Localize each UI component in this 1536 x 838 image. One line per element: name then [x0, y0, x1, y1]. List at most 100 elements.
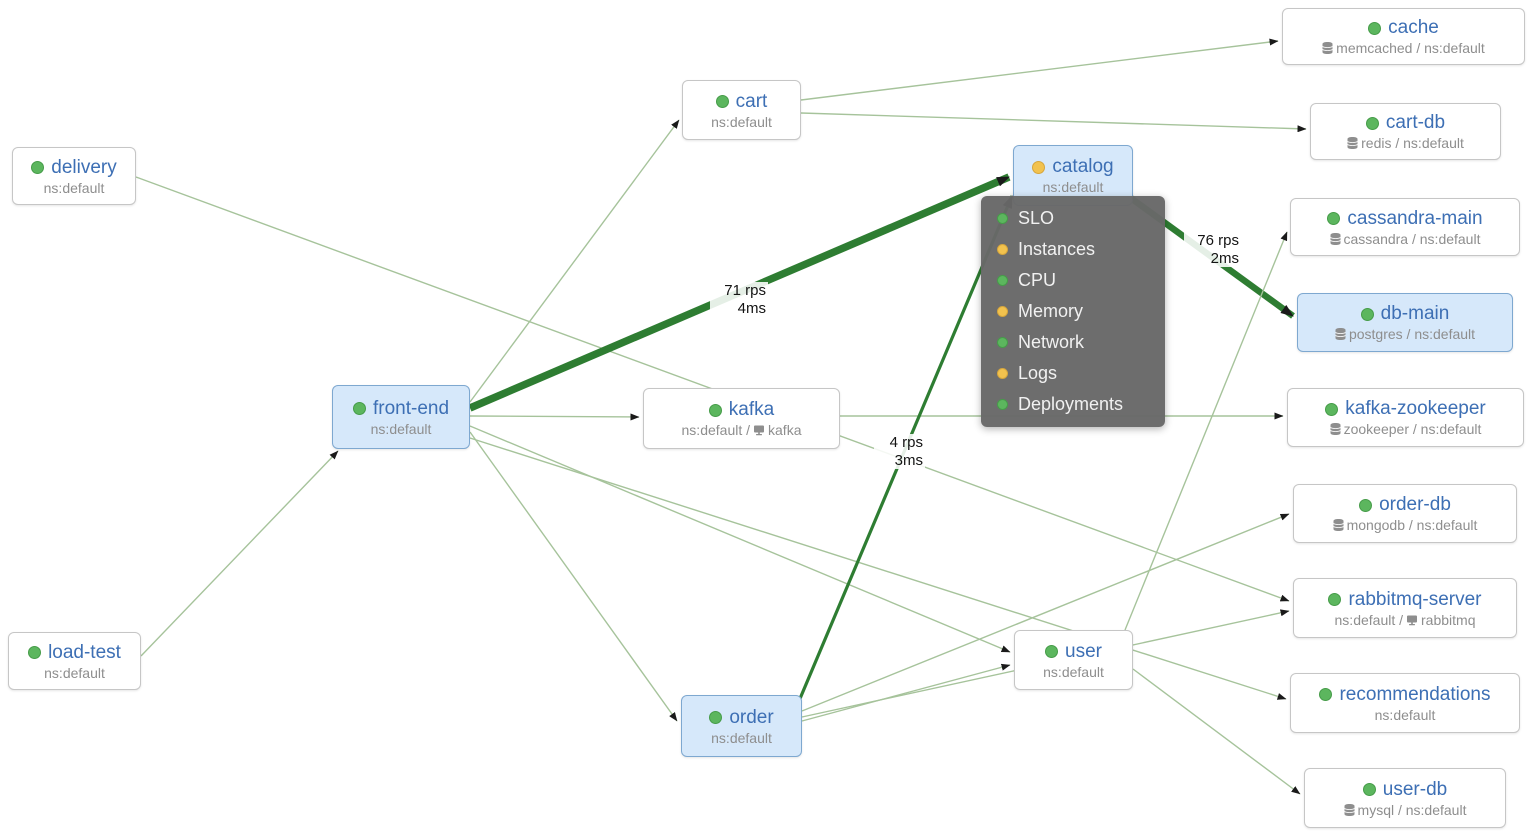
node-db-main[interactable]: db-main postgres / ns:default — [1297, 293, 1513, 352]
node-kafka[interactable]: kafka ns:default /kafka — [643, 388, 840, 449]
status-ok-icon — [1325, 402, 1339, 416]
database-icon — [1347, 137, 1358, 149]
node-title: order — [729, 706, 774, 728]
status-ok-icon — [715, 95, 729, 108]
status-ok-icon — [709, 711, 723, 724]
node-title: catalog — [1052, 156, 1114, 177]
node-cassandra-main[interactable]: cassandra-main cassandra / ns:default — [1290, 198, 1520, 256]
menu-item-logs[interactable]: Logs — [981, 358, 1165, 389]
server-icon — [753, 424, 765, 436]
database-icon — [1329, 232, 1341, 245]
node-title: user — [1065, 640, 1102, 662]
status-warning-icon — [997, 244, 1008, 255]
node-context-menu: SLO Instances CPU Memory Network Logs De… — [981, 196, 1165, 427]
edge-cart-cache[interactable] — [800, 38, 1279, 101]
node-title: cache — [1388, 17, 1439, 38]
edge-rps: 71 rps — [724, 282, 766, 299]
node-title: kafka-zookeeper — [1345, 398, 1486, 419]
server-icon — [1406, 614, 1418, 626]
status-ok-icon — [997, 213, 1008, 224]
status-ok-icon — [1365, 116, 1379, 130]
status-ok-icon — [1359, 498, 1373, 512]
node-order-db[interactable]: order-db mongodb / ns:default — [1293, 484, 1517, 543]
node-subtitle: ns:default — [43, 179, 105, 196]
database-icon — [1322, 42, 1333, 54]
status-ok-icon — [1327, 212, 1341, 225]
node-title: cart-db — [1385, 112, 1446, 133]
status-ok-icon — [1045, 645, 1059, 658]
database-icon — [1329, 423, 1341, 435]
node-cart-db[interactable]: cart-db redis / ns:default — [1310, 103, 1501, 160]
node-cache[interactable]: cache memcached / ns:default — [1282, 8, 1525, 65]
status-ok-icon — [1328, 593, 1342, 606]
node-load-test[interactable]: load-test ns:default — [8, 632, 141, 690]
menu-item-deployments[interactable]: Deployments — [981, 389, 1165, 420]
node-title: order-db — [1379, 494, 1451, 515]
node-subtitle: ns:default /rabbitmq — [1334, 611, 1476, 628]
edge-front-end-kafka[interactable] — [469, 413, 640, 421]
node-title: cart — [735, 90, 768, 112]
status-warning-icon — [1032, 160, 1046, 174]
database-icon — [1332, 519, 1344, 531]
node-user-db[interactable]: user-db mysql / ns:default — [1304, 768, 1506, 828]
node-order[interactable]: order ns:default — [681, 695, 802, 757]
edge-order-order-db[interactable] — [801, 513, 1290, 712]
edge-label-catalog-db-main: 76 rps 2ms — [1184, 232, 1241, 268]
node-front-end[interactable]: front-end ns:default — [332, 385, 470, 449]
edge-front-end-user[interactable] — [469, 425, 1011, 653]
status-ok-icon — [1360, 307, 1374, 321]
node-title: rabbitmq-server — [1348, 588, 1482, 610]
edge-latency: 3ms — [894, 451, 923, 469]
node-user[interactable]: user ns:default — [1014, 630, 1133, 690]
node-title: kafka — [728, 399, 775, 420]
status-ok-icon — [708, 403, 722, 417]
edge-order-user[interactable] — [801, 663, 1011, 722]
node-delivery[interactable]: delivery ns:default — [12, 147, 136, 205]
node-subtitle: ns:default — [1043, 663, 1104, 680]
database-icon — [1343, 803, 1355, 816]
database-icon — [1335, 328, 1346, 340]
edge-rps: 4 rps — [889, 434, 923, 451]
node-recommendations[interactable]: recommendations ns:default — [1290, 673, 1520, 733]
node-title: delivery — [51, 156, 117, 178]
node-subtitle: ns:default — [370, 420, 432, 437]
edge-front-end-recommendations[interactable] — [469, 437, 1287, 700]
node-subtitle: ns:default — [711, 729, 772, 746]
node-cart[interactable]: cart ns:default — [682, 80, 801, 140]
node-title: cassandra-main — [1347, 207, 1483, 229]
node-rabbitmq-server[interactable]: rabbitmq-server ns:default /rabbitmq — [1293, 578, 1517, 638]
status-ok-icon — [997, 399, 1008, 410]
menu-item-network[interactable]: Network — [981, 327, 1165, 358]
node-title: user-db — [1382, 778, 1448, 800]
edge-user-user-db[interactable] — [1132, 668, 1301, 795]
node-subtitle: ns:default — [1042, 179, 1104, 195]
status-ok-icon — [1319, 688, 1333, 701]
node-title: recommendations — [1339, 683, 1491, 705]
node-subtitle: zookeeper / ns:default — [1329, 421, 1481, 437]
node-title: db-main — [1380, 303, 1450, 324]
node-subtitle: mongodb / ns:default — [1332, 517, 1477, 533]
node-subtitle: redis / ns:default — [1347, 135, 1464, 151]
menu-item-memory[interactable]: Memory — [981, 296, 1165, 327]
node-subtitle: mysql / ns:default — [1343, 802, 1466, 818]
status-ok-icon — [997, 337, 1008, 348]
node-catalog[interactable]: catalog ns:default — [1013, 145, 1133, 206]
edge-rps: 76 rps — [1197, 232, 1239, 249]
menu-item-slo[interactable]: SLO — [981, 203, 1165, 234]
status-warning-icon — [997, 368, 1008, 379]
edge-label-front-end-catalog: 71 rps 4ms — [710, 282, 768, 318]
edge-front-end-cart[interactable] — [469, 119, 680, 403]
status-ok-icon — [1368, 21, 1382, 35]
status-ok-icon — [997, 275, 1008, 286]
node-subtitle: ns:default /kafka — [681, 422, 802, 438]
menu-item-cpu[interactable]: CPU — [981, 265, 1165, 296]
edge-user-cassandra-main[interactable] — [1124, 231, 1288, 631]
edge-load-test-front-end[interactable] — [140, 450, 339, 657]
node-subtitle: ns:default — [711, 113, 772, 130]
edge-cart-cart-db[interactable] — [800, 112, 1307, 133]
edge-front-end-order[interactable] — [469, 431, 678, 722]
node-kafka-zookeeper[interactable]: kafka-zookeeper zookeeper / ns:default — [1287, 388, 1524, 447]
menu-item-instances[interactable]: Instances — [981, 234, 1165, 265]
node-title: load-test — [48, 641, 121, 663]
